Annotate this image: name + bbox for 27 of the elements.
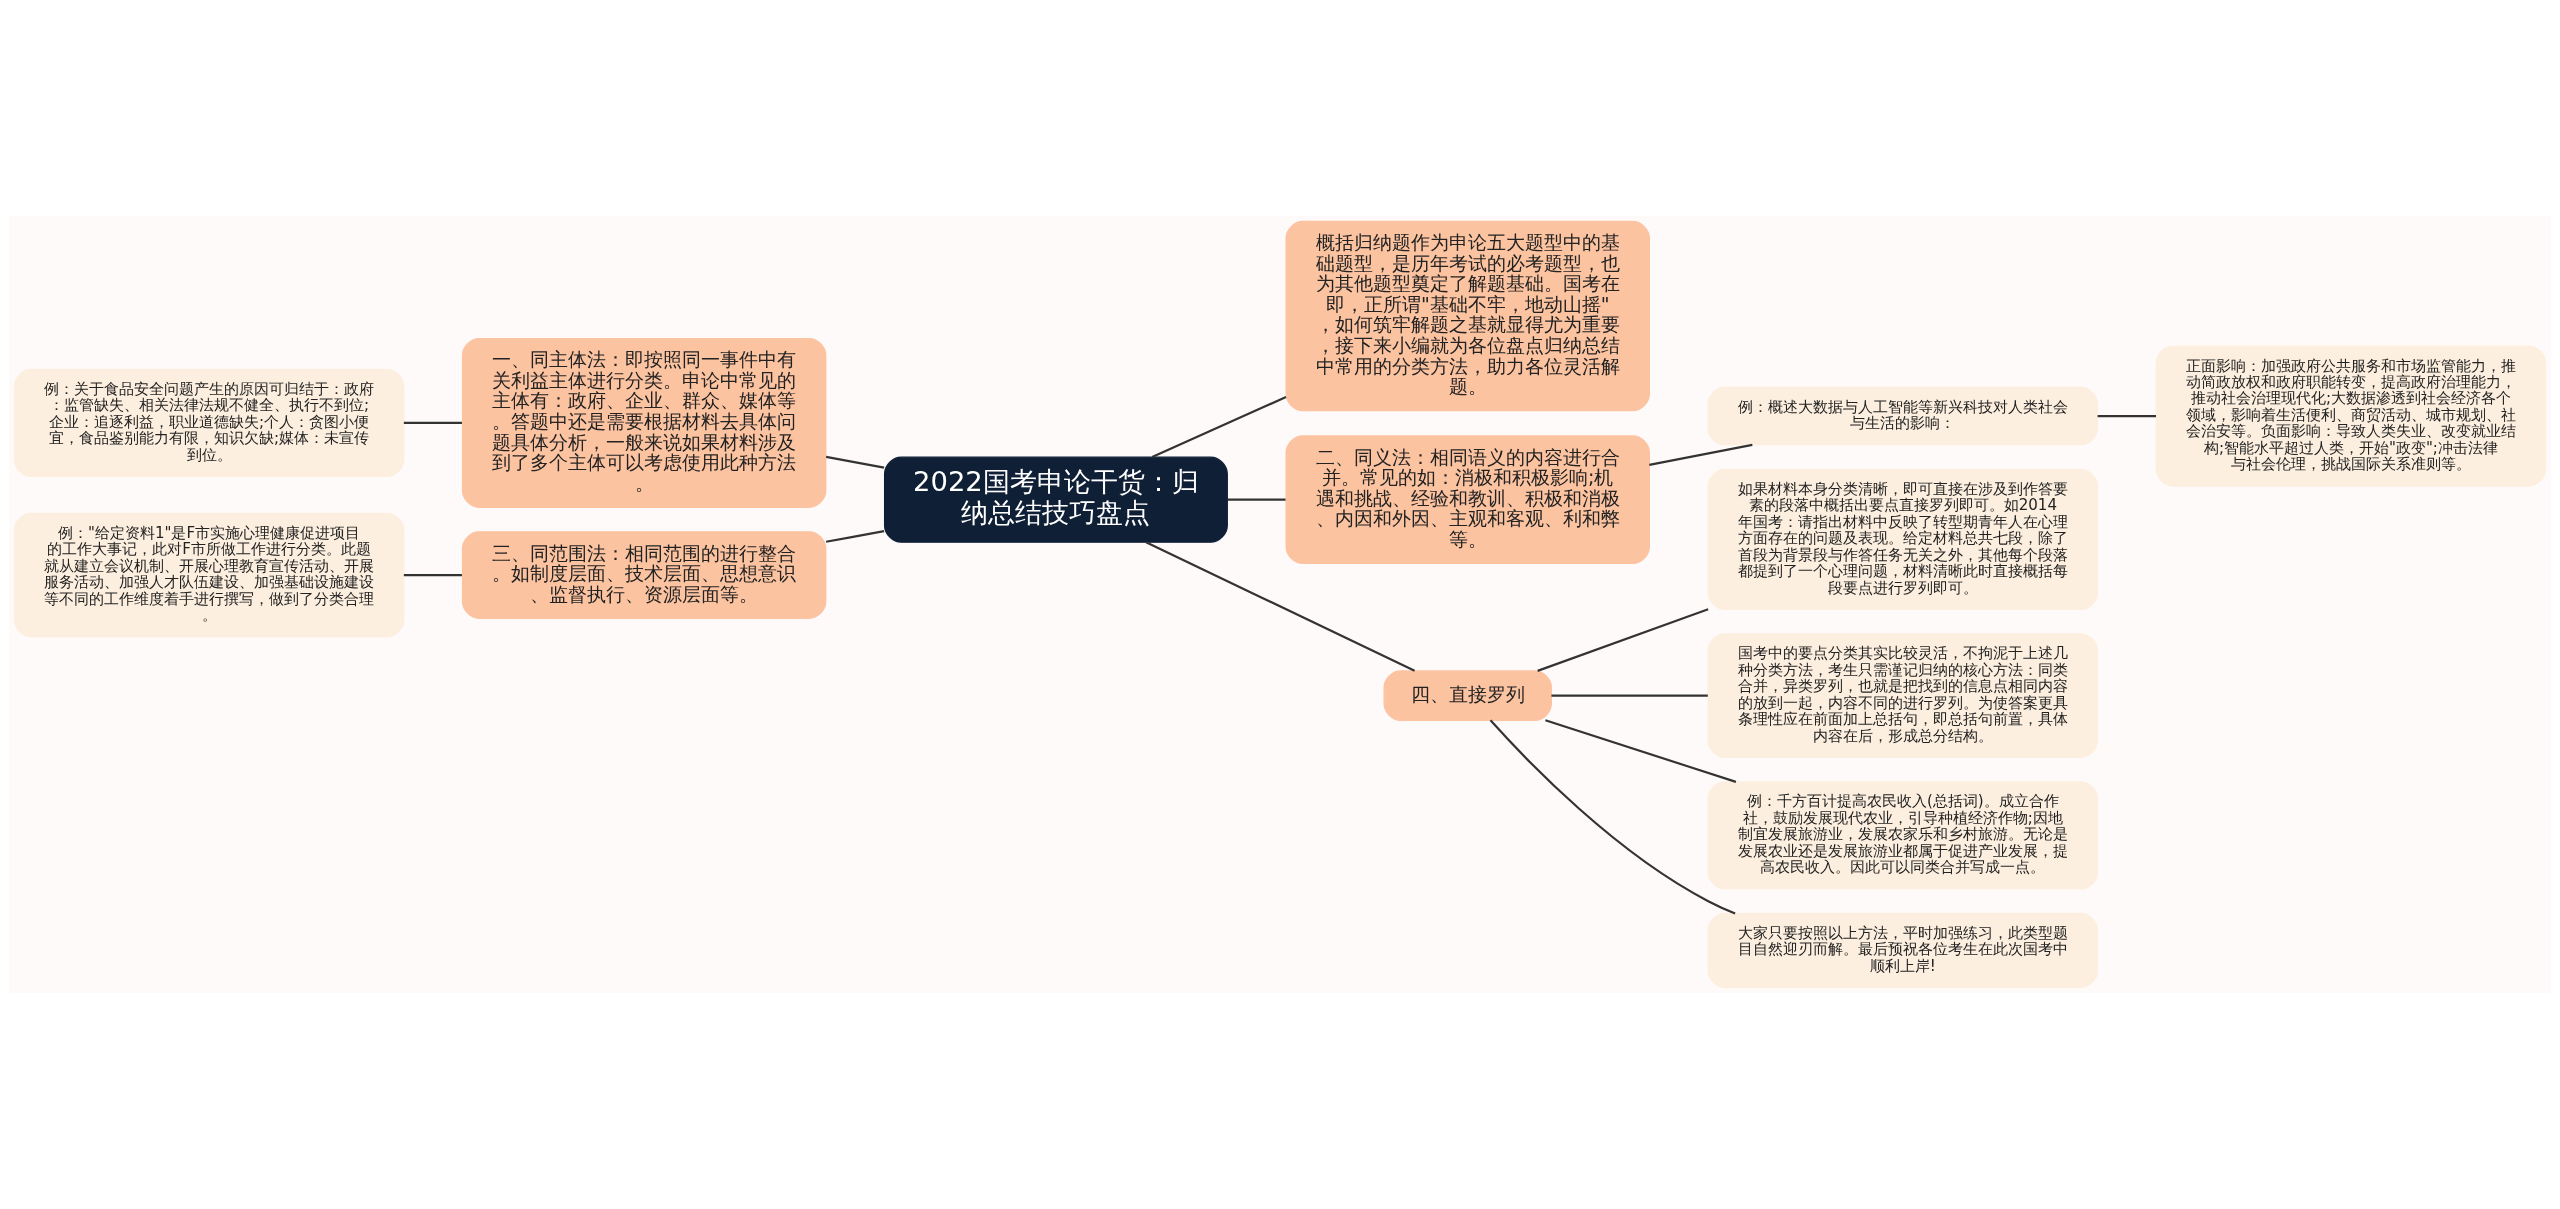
node-box: 例：概述大数据与人工智能等新兴科技对人类社会与生活的影响： [1707, 386, 2099, 446]
node-box: 正面影响：加强政府公共服务和市场监管能力，推动简政放权和政府职能转变，提高政府治理能力，推动社会治理现代化;大数据渗透到社会经济各个领域，影响着生活便利、商贸活动、城市规划、社会治安等。负面影响：导致人类失业、改变就业结构;智能水平超过人类，开始"政变";冲击法律与社会伦理，挑战国际关系准则等。 [2155, 345, 2547, 487]
connector [403, 421, 462, 425]
connector [1145, 541, 1416, 672]
node-box: 三、同范围法：相同范围的进行整合。如制度层面、技术层面、思想意识、监督执行、资源层面等。 [461, 531, 827, 619]
connector [825, 530, 885, 543]
node-box: 例：千方百计提高农民收入(总括词)。成立合作社，鼓励发展现代农业，引导种植经济作物;因地制宜发展旅游业，发展农家乐和乡村旅游。无论是发展农业还是发展旅游业都属于促进产业发展，提高农民收入。因此可以同类合并写成一点。 [1707, 781, 2099, 890]
connector [1227, 498, 1286, 501]
node-box: 一、同主体法：即按照同一事件中有关利益主体进行分类。申论中常见的主体有：政府、企业、群众、媒体等。答题中还是需要根据材料去具体问题具体分析，一般来说如果材料涉及到了多个主体可以考虑使用此种方法。 [461, 337, 827, 508]
connector [825, 455, 885, 469]
node-box: 如果材料本身分类清晰，即可直接在涉及到作答要素的段落中概括出要点直接罗列即可。如2014年国考：请指出材料中反映了转型期青年人在心理方面存在的问题及表现。给定材料总共七段，除了首段为背景段与作答任务无关之外，其他每个段落都提到了一个心理问题，材料清晰此时直接概括每段要点进行罗列即可。 [1707, 468, 2099, 610]
node-box: 国考中的要点分类其实比较灵活，不拘泥于上述几种分类方法，考生只需谨记归纳的核心方法：同类合并，异类罗列，也就是把找到的信息点相同内容的放到一起，内容不同的进行罗列。为使答案更具条理性应在前面加上总括句，即总括句前置，具体内容在后，形成总分结构。 [1707, 633, 2099, 758]
connector [1489, 719, 1736, 915]
node-box: 例：关于食品安全问题产生的原因可归结于：政府：监管缺失、相关法律法规不健全、执行不到位;企业：追逐利益，职业道德缺失;个人：贪图小便宜，食品鉴别能力有限，知识欠缺;媒体：未宣传到位。 [13, 368, 405, 478]
node-box: 大家只要按照以上方法，平时加强练习，此类型题目自然迎刃而解。最后预祝各位考生在此次国考中顺利上岸! [1707, 912, 2099, 989]
connector [1151, 396, 1287, 459]
node-box: 2022国考申论干货：归纳总结技巧盘点 [883, 456, 1228, 543]
connector [1537, 608, 1709, 672]
node-box: 四、直接罗列 [1383, 670, 1552, 721]
connector [1545, 719, 1737, 783]
connector [2097, 414, 2156, 418]
connector [1551, 694, 1708, 697]
connector [1649, 443, 1753, 466]
connector [403, 573, 462, 577]
node-box: 二、同义法：相同语义的内容进行合并。常见的如：消极和积极影响;机遇和挑战、经验和教训、积极和消极、内因和外因、主观和客观、利和弊等。 [1285, 435, 1650, 565]
node-box: 例："给定资料1"是F市实施心理健康促进项目的工作大事记，此对F市所做工作进行分类。此题就从建立会议机制、开展心理教育宣传活动、开展服务活动、加强人才队伍建设、加强基础设施建设等不同的工作维度着手进行撰写，做到了分类合理。 [13, 512, 405, 638]
node-box: 概括归纳题作为申论五大题型中的基础题型，是历年考试的必考题型，也为其他题型奠定了解题基础。国考在即，正所谓"基础不牢，地动山摇"，如何筑牢解题之基就显得尤为重要，接下来小编就为各位盘点归纳总结中常用的分类方法，助力各位灵活解题。 [1285, 220, 1650, 412]
